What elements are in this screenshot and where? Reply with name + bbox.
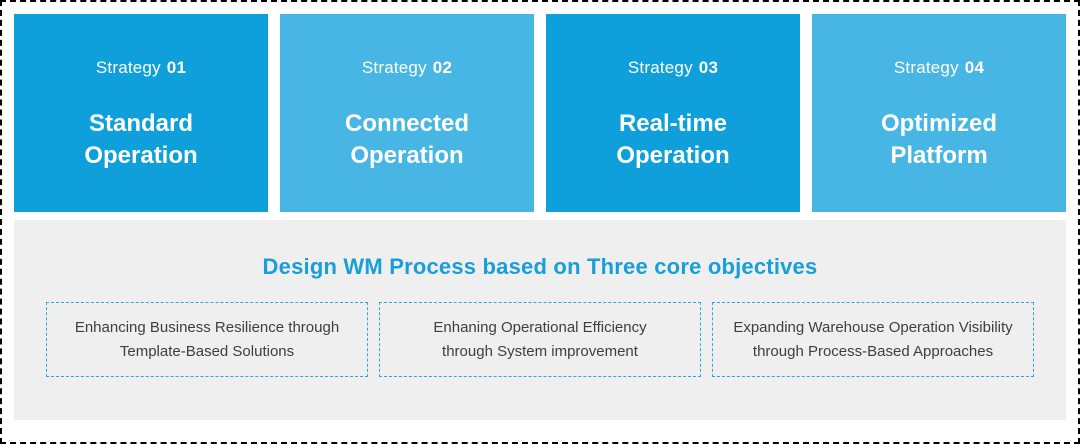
strategy-card-01: Strategy 01 Standard Operation	[14, 14, 268, 212]
strategy-title-line: Operation	[616, 141, 730, 169]
strategy-label: Strategy 02	[362, 58, 452, 78]
strategy-title-line: Standard	[88, 110, 193, 137]
strategy-title-line: Optimized	[880, 110, 997, 137]
strategy-label-text: Strategy	[361, 58, 427, 77]
objective-line: Enhancing Business Resilience through	[74, 319, 340, 337]
panel-title: Design WM Process based on Three core ob…	[262, 254, 818, 279]
strategy-title-line: Connected	[344, 110, 469, 137]
objective-box-1: Enhancing Business Resilience through Te…	[46, 302, 368, 377]
objective-line: Template-Based Solutions	[119, 342, 295, 360]
strategy-number: 02	[432, 58, 453, 77]
strategy-number: 01	[166, 58, 187, 77]
strategy-card-04: Strategy 04 Optimized Platform	[812, 14, 1066, 212]
strategy-label: Strategy 03	[628, 58, 718, 78]
strategy-title-line: Real-time	[618, 110, 728, 137]
objective-box-2: Enhaning Operational Efficiency through …	[379, 302, 701, 377]
strategy-title-line: Operation	[84, 141, 198, 169]
strategy-title-line: Platform	[890, 141, 988, 169]
objectives-row: Enhancing Business Resilience through Te…	[46, 302, 1034, 377]
objectives-panel: Design WM Process based on Three core ob…	[14, 220, 1066, 420]
strategy-card-02: Strategy 02 Connected Operation	[280, 14, 534, 212]
strategy-title-line: Operation	[350, 141, 464, 169]
strategy-label-text: Strategy	[893, 58, 959, 77]
strategy-number: 03	[698, 58, 719, 77]
strategy-cards-row: Strategy 01 Standard Operation Strategy 02…	[14, 14, 1066, 212]
strategy-label-text: Strategy	[627, 58, 693, 77]
strategy-title: Standard Operation	[84, 108, 197, 172]
strategy-label-text: Strategy	[95, 58, 161, 77]
strategy-number: 04	[964, 58, 985, 77]
strategy-label: Strategy 01	[96, 58, 186, 78]
strategy-card-03: Strategy 03 Real-time Operation	[546, 14, 800, 212]
objective-line: through Process-Based Approaches	[752, 342, 994, 360]
objective-line: through System improvement	[442, 342, 638, 360]
strategy-title: Real-time Operation	[616, 108, 729, 172]
strategy-title: Connected Operation	[345, 108, 469, 172]
strategy-title: Optimized Platform	[881, 108, 997, 172]
objective-line: Expanding Warehouse Operation Visibility	[733, 319, 1013, 337]
objective-box-3: Expanding Warehouse Operation Visibility…	[712, 302, 1034, 377]
strategy-label: Strategy 04	[894, 58, 984, 78]
objective-line: Enhaning Operational Efficiency	[433, 319, 647, 337]
